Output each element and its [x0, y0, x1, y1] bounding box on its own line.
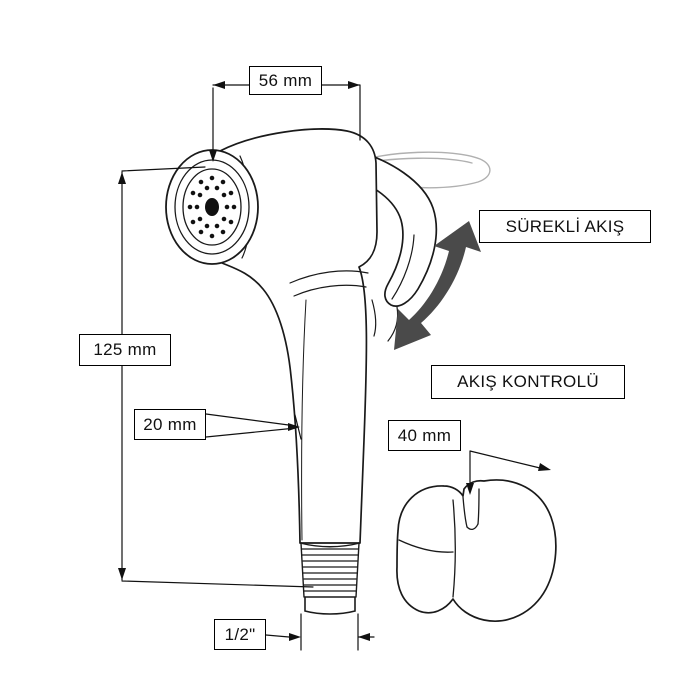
thread-connector	[299, 542, 361, 615]
dimension-label-125mm: 125 mm	[79, 334, 171, 366]
thread-lines	[301, 548, 359, 592]
dim-20-arrow	[288, 423, 300, 431]
dim-56-arrow-right	[348, 81, 360, 89]
dimension-lines	[118, 81, 551, 651]
label-continuous-flow: SÜREKLİ AKIŞ	[479, 210, 651, 243]
label-flow-control: AKIŞ KONTROLÜ	[431, 365, 625, 399]
sprayer-nozzle-face	[165, 149, 259, 265]
dim-half-lines	[265, 613, 375, 651]
wall-mount-holder	[396, 479, 557, 622]
dim-56-arrow-left	[213, 81, 225, 89]
trigger-lever	[344, 147, 438, 342]
dim-20-lines	[205, 413, 302, 440]
dim-40-arrow-diag	[538, 463, 551, 471]
dimension-label-20mm: 20 mm	[134, 409, 206, 440]
dimension-label-half-inch: 1/2"	[214, 619, 266, 650]
dimension-label-56mm: 56 mm	[249, 66, 322, 95]
dim-56-arrow-down	[209, 150, 217, 162]
dim-40-arrow-down	[466, 483, 474, 495]
dim-half-arrow-left	[289, 633, 301, 641]
flow-direction-arrow	[394, 221, 481, 350]
dim-half-arrow-right	[358, 633, 370, 641]
dim-125-arrow-bottom	[118, 568, 126, 580]
dimension-label-40mm: 40 mm	[388, 420, 461, 451]
dim-125-lines	[121, 166, 314, 588]
dim-125-arrow-top	[118, 172, 126, 184]
nozzle-dots	[187, 175, 237, 239]
